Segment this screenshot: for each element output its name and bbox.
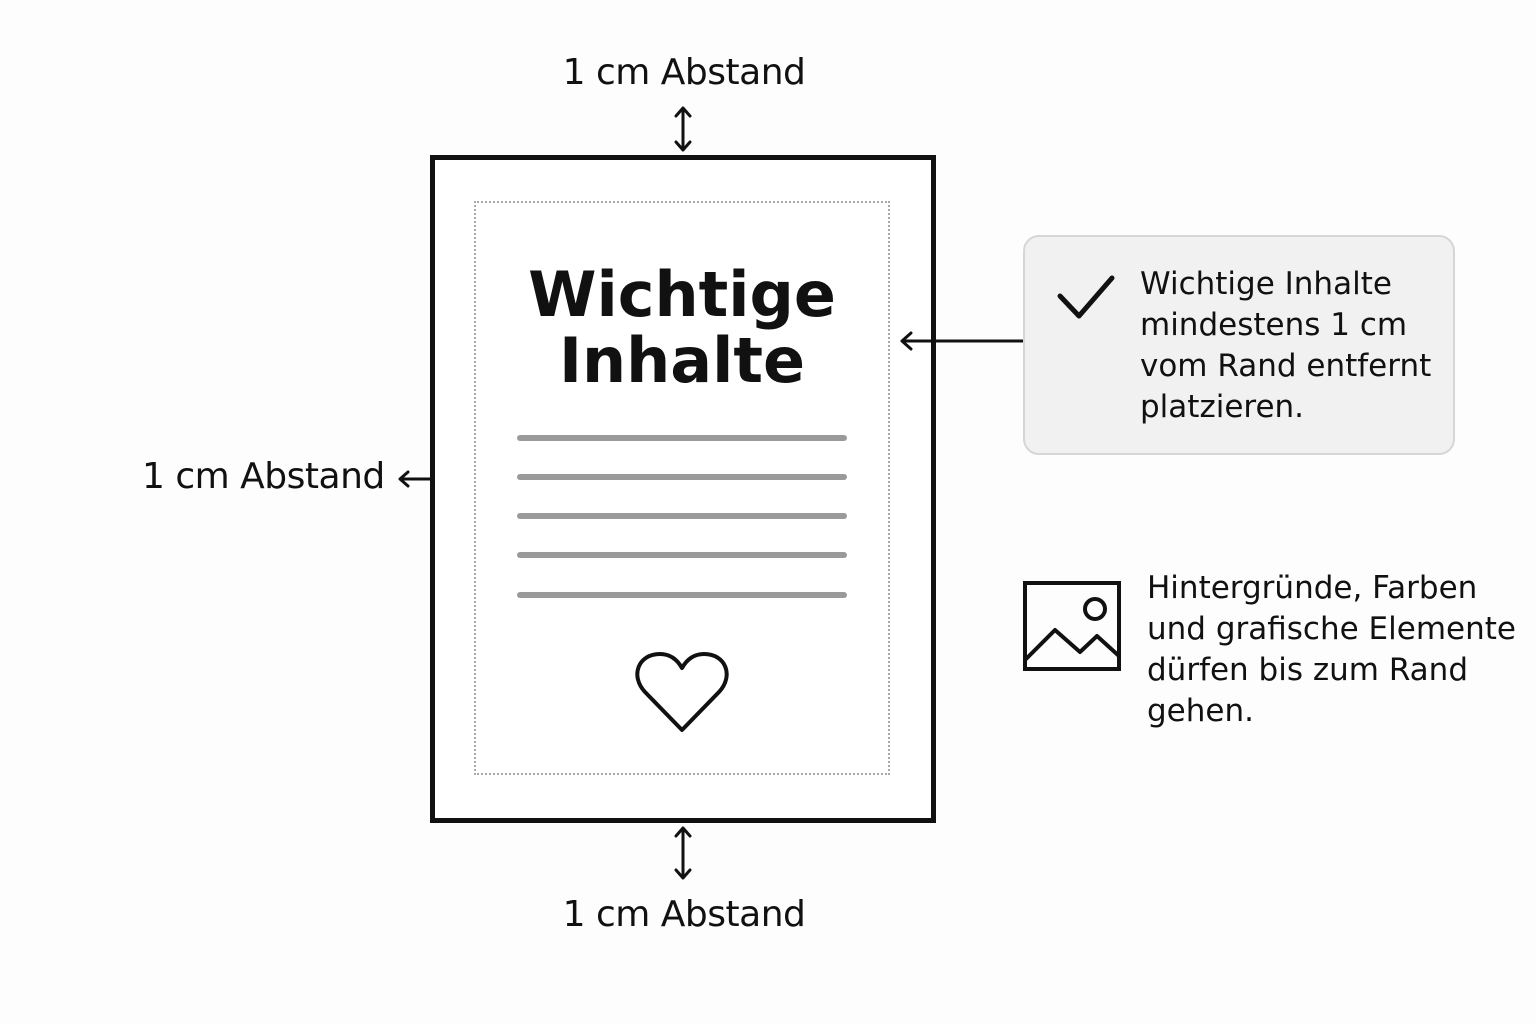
placeholder-text-line xyxy=(517,592,847,598)
checkmark-icon xyxy=(1057,275,1115,319)
bottom-margin-arrow xyxy=(674,826,692,880)
pointer-arrow xyxy=(900,331,1024,351)
placeholder-text-line xyxy=(517,435,847,441)
safe-zone-note-box xyxy=(1023,235,1455,455)
heart-icon xyxy=(635,652,729,732)
top-margin-arrow xyxy=(674,106,692,152)
top-margin-label: 1 cm Abstand xyxy=(562,52,806,93)
document-title-line1: Wichtige xyxy=(528,258,836,331)
placeholder-text-line xyxy=(517,513,847,519)
document-title-line2: Inhalte xyxy=(558,324,806,397)
safe-zone-note-text: Wichtige Inhalte mindestens 1 cm vom Ran… xyxy=(1140,266,1432,425)
left-margin-label: 1 cm Abstand xyxy=(142,456,385,497)
document-title: Wichtige Inhalte xyxy=(474,262,890,394)
bleed-note-text: Hintergründe, Farben und grafische Eleme… xyxy=(1147,570,1516,729)
safe-zone-border xyxy=(474,201,890,775)
placeholder-text-line xyxy=(517,474,847,480)
document-page xyxy=(430,155,936,823)
bottom-margin-label: 1 cm Abstand xyxy=(562,894,806,935)
placeholder-text-line xyxy=(517,552,847,558)
image-icon xyxy=(1023,581,1121,671)
